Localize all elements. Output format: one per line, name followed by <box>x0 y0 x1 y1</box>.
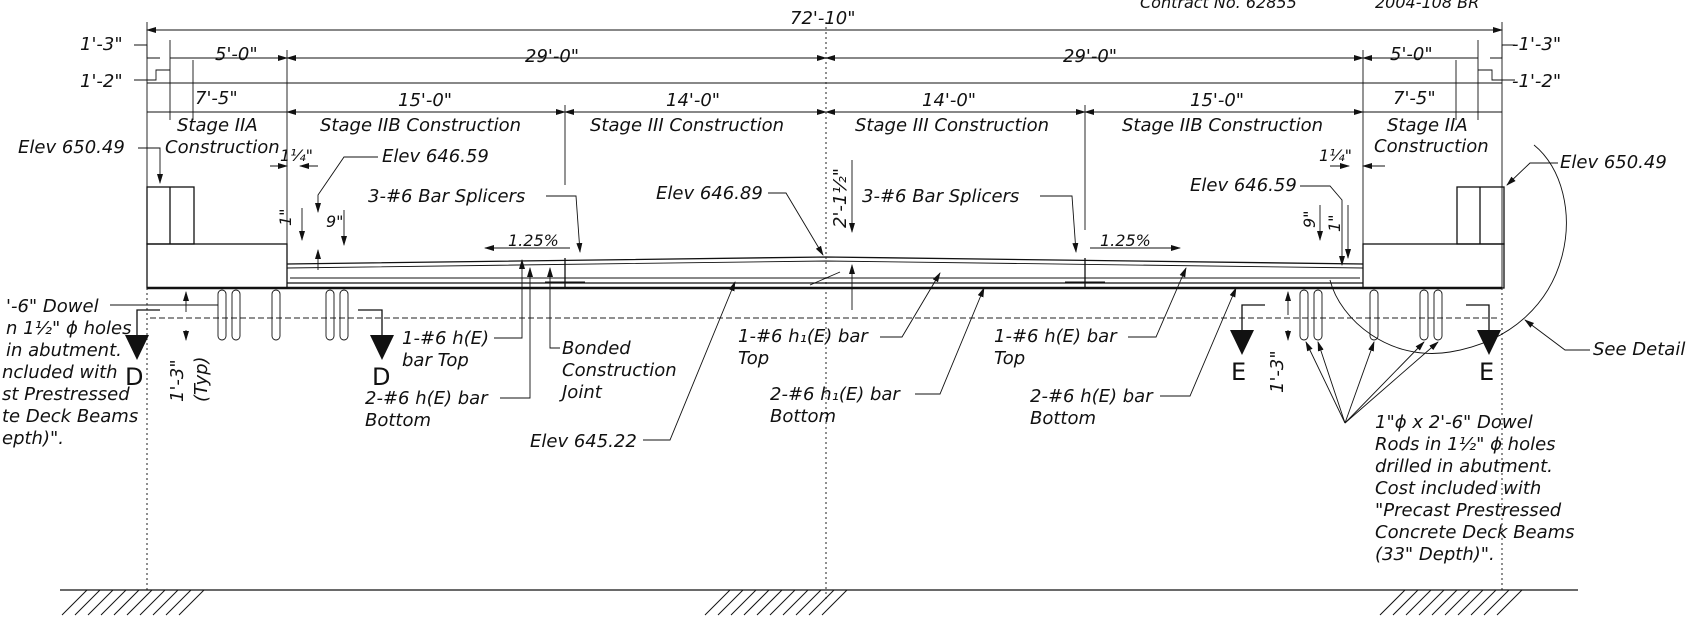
elev-right-abutment: Elev 650.49 <box>1560 152 1667 173</box>
dim-15-right: 15'-0" <box>1190 90 1244 111</box>
dim-nine-left: 9" <box>326 212 344 231</box>
elev-left-deck: Elev 646.59 <box>382 146 489 167</box>
dim-dowel-left-typ: (Typ) <box>191 356 212 402</box>
callout-h1-top-1: 1-#6 h₁(E) bar <box>738 326 869 347</box>
dowel-note-right-5: "Precast Prestressed <box>1375 500 1562 521</box>
stage-iib-right: Stage IIB Construction <box>1122 115 1323 136</box>
dim-quarter-left: 1¹⁄₄" <box>280 146 313 165</box>
ground-hatch <box>61 589 1523 616</box>
elev-bottom: Elev 645.22 <box>530 431 637 452</box>
dim-left-29: 29'-0" <box>525 46 579 67</box>
callout-h1-top-2: Top <box>738 348 769 369</box>
job-number: 2004-108 BR <box>1375 0 1479 12</box>
callout-h1-bottom-2: Bottom <box>770 406 836 427</box>
dowel-note-left-5: st Prestressed <box>2 384 130 405</box>
dim-right-1-2: -1'-2" <box>1512 71 1561 92</box>
dim-14-left: 14'-0" <box>666 90 720 111</box>
section-cut-e-right <box>1466 304 1501 355</box>
dim-crown: 2'-1¹⁄₂" <box>830 168 851 228</box>
callout-bar-top-left-1: 1-#6 h(E) <box>402 328 489 349</box>
callout-bar-bottom-left-1: 2-#6 h(E) bar <box>365 388 489 409</box>
dowel-note-right-3: drilled in abutment. <box>1375 456 1553 477</box>
dowel-note-right-1: 1"ϕ x 2'-6" Dowel <box>1375 412 1533 433</box>
section-label-d-right: D <box>372 363 390 391</box>
elev-right-deck: Elev 646.59 <box>1190 175 1297 196</box>
dim-one-left: 1" <box>276 208 295 226</box>
dim-overall: 72'-10" <box>790 8 856 29</box>
stage-iii-left: Stage III Construction <box>590 115 784 136</box>
elev-left-abutment: Elev 650.49 <box>18 137 125 158</box>
dim-left-1-3: 1'-3" <box>80 34 123 55</box>
dim-15-left: 15'-0" <box>398 90 452 111</box>
callout-bonded-1: Bonded <box>562 338 631 359</box>
dowel-note-right-4: Cost included with <box>1375 478 1541 499</box>
dowel-note-left-3: in abutment. <box>6 340 122 361</box>
section-label-d-left: D <box>125 363 143 391</box>
stage-iia-right-2: Construction <box>1374 136 1489 157</box>
callout-bar-bottom-right-1: 2-#6 h(E) bar <box>1030 386 1154 407</box>
dowel-note-right-7: (33" Depth)". <box>1375 544 1495 565</box>
dimension-lines <box>134 22 1515 600</box>
callout-bonded-2: Construction <box>562 360 677 381</box>
callout-bar-top-left-2: bar Top <box>402 350 469 371</box>
dim-left-7-5: 7'-5" <box>195 88 238 109</box>
dowel-note-right-2: Rods in 1¹⁄₂" ϕ holes <box>1375 434 1556 455</box>
stage-iia-left-1: Stage IIA <box>177 115 258 136</box>
stage-iia-right-1: Stage IIA <box>1387 115 1468 136</box>
stage-iii-right: Stage III Construction <box>855 115 1049 136</box>
slope-right: 1.25% <box>1100 231 1151 250</box>
dim-right-29: 29'-0" <box>1063 46 1117 67</box>
callout-h1-bottom-1: 2-#6 h₁(E) bar <box>770 384 901 405</box>
dim-left-1-2: 1'-2" <box>80 71 123 92</box>
dim-right-5-0: 5'-0" <box>1390 44 1433 65</box>
dim-left-5-0: 5'-0" <box>215 44 258 65</box>
dowel-note-left-4: ncluded with <box>2 362 118 383</box>
section-cut-e-left <box>1230 304 1265 355</box>
callout-bar-bottom-right-2: Bottom <box>1030 408 1096 429</box>
elev-crown: Elev 646.89 <box>656 183 763 204</box>
callout-splicers-right: 3-#6 Bar Splicers <box>862 186 1019 207</box>
dowel-note-left: '-6" Dowel n 1¹⁄₂" ϕ holes in abutment. … <box>2 296 138 449</box>
section-label-e-left: E <box>1231 358 1246 386</box>
callout-splicers-left: 3-#6 Bar Splicers <box>368 186 525 207</box>
section-cut-d-right <box>358 309 394 360</box>
callout-bar-top-right-1: 1-#6 h(E) bar <box>994 326 1118 347</box>
contract-number: Contract No. 62855 <box>1140 0 1297 12</box>
stage-iib-left: Stage IIB Construction <box>320 115 521 136</box>
callout-bar-bottom-left-2: Bottom <box>365 410 431 431</box>
section-label-e-right: E <box>1479 358 1494 386</box>
callout-bonded-3: Joint <box>559 382 603 403</box>
stage-iia-left-2: Construction <box>165 137 280 158</box>
dim-dowel-left-depth: 1'-3" <box>167 359 188 402</box>
dowel-note-left-6: te Deck Beams <box>2 406 138 427</box>
dowel-note-left-2: n 1¹⁄₂" ϕ holes <box>6 318 132 339</box>
dowel-note-right: 1"ϕ x 2'-6" Dowel Rods in 1¹⁄₂" ϕ holes … <box>1375 412 1575 565</box>
callout-bar-top-right-2: Top <box>994 348 1025 369</box>
dowel-note-left-7: epth)". <box>2 428 64 449</box>
dim-14-right: 14'-0" <box>922 90 976 111</box>
section-cut-d-left <box>125 309 160 360</box>
dim-nine-right: 9" <box>1300 210 1319 228</box>
dim-dowel-right-depth: 1'-3" <box>1267 350 1288 393</box>
dim-quarter-right: 1¹⁄₄" <box>1319 146 1352 165</box>
callout-see-detail: See Detail <box>1593 339 1685 360</box>
dim-right-7-5: 7'-5" <box>1393 88 1436 109</box>
dim-one-right: 1" <box>1325 214 1344 232</box>
dim-right-1-3: -1'-3" <box>1512 34 1561 55</box>
slope-left: 1.25% <box>508 231 559 250</box>
dowel-note-left-1: '-6" Dowel <box>6 296 99 317</box>
dowel-note-right-6: Concrete Deck Beams <box>1375 522 1575 543</box>
